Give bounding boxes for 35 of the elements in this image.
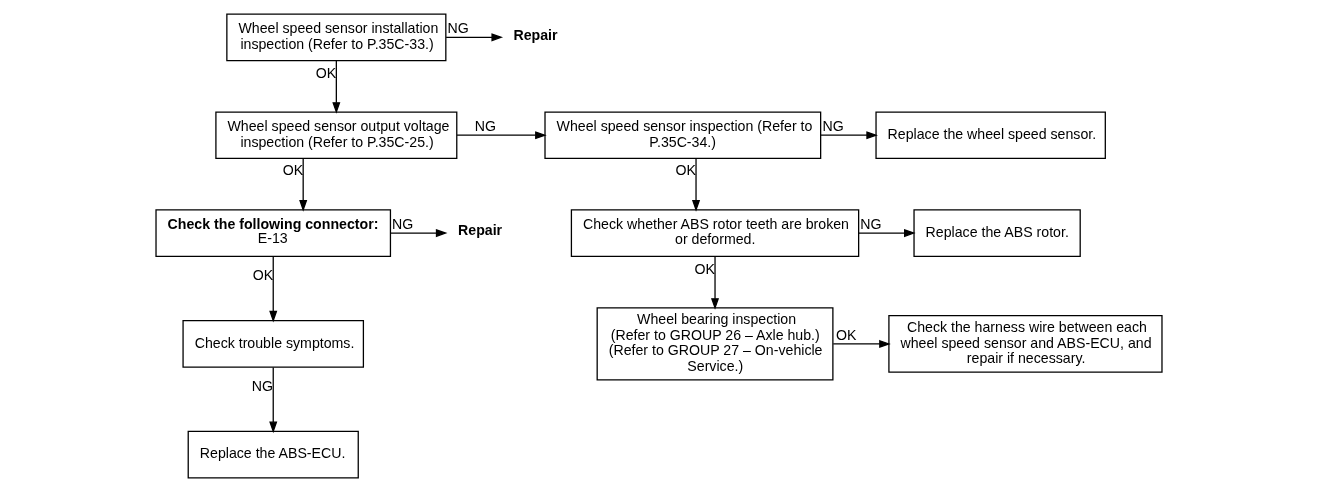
- node-box: Replace the wheel speed sensor.: [874, 110, 1106, 159]
- node-box: Replace the ABS-ECU.: [187, 430, 359, 478]
- node-box: Check trouble symptoms.: [181, 319, 364, 368]
- node-text: Repair: [512, 26, 558, 43]
- arrow: [710, 255, 719, 310]
- arrow: [832, 339, 891, 348]
- node-box: Replace the ABS rotor.: [912, 208, 1081, 257]
- edge-label: NG: [251, 377, 273, 394]
- node-box: Wheel bearing inspection (Refer to GROUP 26 – Axle hub.) (Refer to GROUP 27 – On-vehicle Service.): [596, 306, 834, 381]
- arrow: [691, 157, 700, 212]
- edge-label: OK: [252, 266, 273, 283]
- edge-label: NG: [447, 19, 469, 36]
- arrow: [268, 255, 277, 322]
- arrow: [331, 59, 340, 114]
- arrow: [819, 130, 878, 139]
- arrow: [455, 130, 547, 139]
- arrow: [298, 157, 307, 212]
- arrow: [268, 366, 277, 433]
- edge-label: NG: [474, 117, 496, 134]
- arrow: [389, 228, 447, 237]
- node-box: Check the harness wire between each wheel speed sensor and ABS-ECU, and repair if necessary.: [887, 314, 1163, 373]
- node-text: Repair: [457, 221, 502, 238]
- arrow: [857, 228, 916, 237]
- edge-label: OK: [282, 161, 303, 178]
- edge-label: NG: [821, 117, 844, 134]
- node-box: Check whether ABS rotor teeth are broken or deformed.: [570, 208, 859, 257]
- node-box: Wheel speed sensor installation inspection (Refer to P.35C-33.): [225, 13, 446, 61]
- arrow: [444, 32, 503, 41]
- edge-label: NG: [391, 215, 413, 232]
- node-box: Wheel speed sensor output voltage inspection (Refer to P.35C-25.): [214, 110, 457, 159]
- edge-label: OK: [315, 64, 336, 81]
- node-box: Wheel speed sensor inspection (Refer to P.35C-34.): [543, 110, 821, 159]
- edge-label: NG: [859, 215, 881, 232]
- edge-label: OK: [835, 326, 856, 343]
- node-box: Check the following connector: E-13: [154, 208, 391, 257]
